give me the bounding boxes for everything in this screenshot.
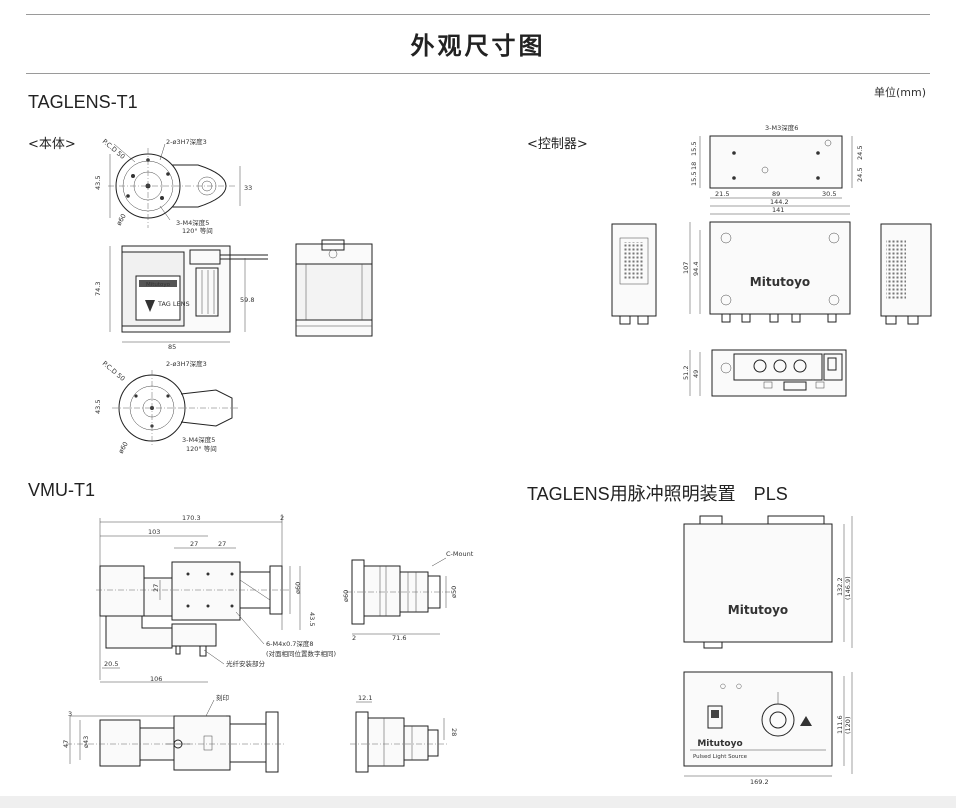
note-m4-screw-sub: (对面相同位置数字相同)	[266, 649, 336, 658]
dim-vmu-phi43: ø43	[82, 736, 90, 748]
dim-ctrl-15.5b: 15.5	[690, 172, 698, 186]
pls-product-label: Pulsed Light Source	[693, 754, 748, 760]
dim-vmu-106: 106	[150, 675, 162, 683]
dim-body-phi60-bottom: ø60	[117, 440, 130, 455]
unit-label: 单位(mm)	[873, 86, 926, 99]
dim-body-43.5-b: 43.5	[94, 400, 102, 414]
dim-ctrl-30.5: 30.5	[822, 190, 836, 198]
vmu-bottom-end-view: 12.1 28	[350, 694, 458, 773]
dim-ctrl-107: 107	[682, 262, 690, 274]
note-m4-screw: 6-M4x0.7深度8	[266, 639, 314, 648]
body-top-view: 43.5 33 P.C.D 50 2-ø3H7深度3 3-M4深度5 120° …	[94, 137, 252, 235]
controller-left-view	[611, 223, 657, 325]
vmu-end-view: C-Mount ø60 2 71.6 ø50	[342, 550, 474, 642]
page-title: 外观尺寸图	[410, 32, 546, 60]
dim-ctrl-24.5b: 24.5	[856, 168, 864, 182]
dim-body-85: 85	[168, 343, 176, 351]
dim-vmu-end-phi60: ø60	[342, 590, 350, 602]
dim-pls-132.2: 132.2	[836, 577, 844, 596]
pls-indicator-1: ○	[720, 682, 726, 690]
dim-body-phi60-top: ø60	[115, 212, 128, 227]
top-rule	[26, 14, 930, 15]
body-brand: Mitutoyo	[146, 282, 171, 288]
dim-body-33: 33	[244, 184, 252, 192]
dim-vmu-12.1: 12.1	[358, 694, 372, 702]
controller-rear-view: 51.2 49	[682, 349, 847, 397]
dim-vmu-phi60: ø60	[294, 582, 302, 594]
dim-ctrl-144.2: 144.2	[770, 198, 789, 206]
note-marker: 刻印	[216, 693, 229, 702]
dim-body-43.5: 43.5	[94, 176, 102, 190]
dim-vmu-28: 28	[450, 728, 458, 736]
vmu-bottom-view: 刻印 3 ø43 47	[62, 693, 286, 773]
dim-body-74.3: 74.3	[94, 282, 102, 296]
dim-vmu-27c: 27	[152, 584, 160, 592]
dim-vmu-end-phi50: ø50	[450, 586, 458, 598]
dim-vmu-2: 2	[280, 514, 284, 522]
controller-brand: Mitutoyo	[750, 275, 810, 289]
body-front-view	[295, 239, 373, 337]
dim-vmu-3: 3	[68, 710, 72, 718]
dim-ctrl-51.2: 51.2	[682, 366, 690, 380]
bottom-band	[0, 796, 956, 808]
dim-ctrl-15.5a: 15.5	[690, 142, 698, 156]
note-m3: 3-M3深度6	[765, 123, 798, 132]
dim-ctrl-89: 89	[772, 190, 780, 198]
dim-pls-111.6: 111.6	[836, 715, 844, 734]
dim-ctrl-94.4: 94.4	[692, 262, 700, 276]
note-pin-hole-bottom: 2-ø3H7深度3	[166, 359, 207, 368]
label-controller: <控制器>	[527, 137, 588, 152]
dim-vmu-20.5: 20.5	[104, 660, 118, 668]
dim-pls-146.9: (146.9)	[844, 576, 852, 600]
body-bottom-view: 43.5 P.C.D 50 2-ø3H7深度3 3-M4深度5 120° 等间 …	[94, 359, 238, 455]
pls-front-view: ○ ○ Mitutoyo Pulsed Light Source 169.2 1…	[683, 671, 853, 786]
pls-indicator-2: ○	[736, 682, 742, 690]
dim-pls-169.2: 169.2	[750, 778, 769, 786]
note-spacing-bottom: 120° 等间	[186, 444, 217, 453]
pls-top-view: Mitutoyo 132.2 (146.9)	[683, 515, 853, 649]
pls-top-brand: Mitutoyo	[728, 603, 788, 617]
note-m4-top: 3-M4深度5	[176, 218, 209, 227]
controller-front-view: 144.2 141 Mitutoyo 107 94.4	[682, 198, 851, 323]
dim-body-59.8: 59.8	[240, 296, 254, 304]
body-side-view: Mitutoyo TAG LENS 74.3 59.8 85	[94, 245, 268, 351]
dim-ctrl-21.5: 21.5	[715, 190, 729, 198]
dim-pls-120: (120)	[844, 717, 852, 734]
note-pin-hole-top: 2-ø3H7深度3	[166, 137, 207, 146]
dim-ctrl-24.5a: 24.5	[856, 146, 864, 160]
note-fiber-mount: 光纤安装部分	[226, 659, 266, 668]
dim-vmu-end-2: 2	[352, 634, 356, 642]
heading-vmu: VMU-T1	[28, 480, 95, 500]
pls-front-brand: Mitutoyo	[697, 739, 742, 749]
dim-ctrl-141: 141	[772, 206, 784, 214]
heading-taglens: TAGLENS-T1	[28, 92, 138, 112]
label-body: <本体>	[28, 137, 76, 152]
note-spacing-top: 120° 等间	[182, 226, 213, 235]
dim-vmu-170.3: 170.3	[182, 514, 201, 522]
dim-vmu-27a: 27	[190, 540, 198, 548]
heading-pls: TAGLENS用脉冲照明装置 PLS	[527, 484, 788, 504]
body-tag-logo: TAG LENS	[157, 300, 190, 308]
controller-right-view	[880, 223, 932, 325]
dim-vmu-end-71.6: 71.6	[392, 634, 406, 642]
dim-ctrl-18: 18	[690, 162, 698, 170]
dim-ctrl-49: 49	[692, 370, 700, 378]
note-c-mount: C-Mount	[446, 550, 474, 558]
dim-vmu-47: 47	[62, 740, 70, 748]
title-rule	[26, 73, 930, 74]
dim-vmu-103: 103	[148, 528, 160, 536]
vmu-side-view: 170.3 103 27 27 2 27 ø60 43.5 20.5 106 6…	[96, 514, 336, 683]
controller-top-view: 3-M3深度6 15.5 18 15.5 24.5 24.5 21.5 89 3…	[690, 123, 864, 199]
dim-vmu-27b: 27	[218, 540, 226, 548]
note-pcd-top: P.C.D 50	[101, 137, 127, 160]
dim-vmu-43.5: 43.5	[308, 612, 316, 626]
note-pcd-bottom: P.C.D 50	[101, 359, 127, 382]
note-m4-bottom: 3-M4深度5	[182, 435, 215, 444]
